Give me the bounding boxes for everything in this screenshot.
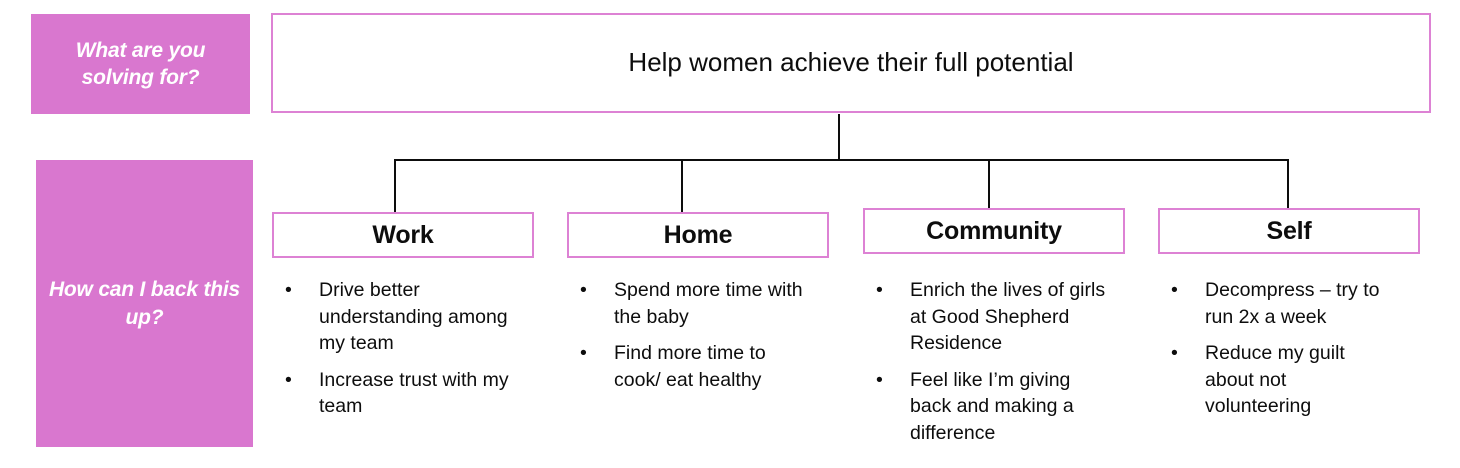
list-item: • Spend more time with the baby: [580, 277, 810, 330]
list-item-text: Feel like I’m giving back and making a d…: [910, 368, 1074, 444]
list-item-text: Decompress – try to run 2x a week: [1205, 279, 1380, 328]
bullet-icon: •: [876, 368, 883, 391]
bullet-icon: •: [1171, 342, 1178, 365]
bullet-list-community: • Enrich the lives of girls at Good Shep…: [876, 277, 1116, 456]
list-item: • Decompress – try to run 2x a week: [1171, 277, 1391, 330]
root-goal-box: Help women achieve their full potential: [271, 13, 1431, 113]
sidebar-label-back-this-up: How can I back this up?: [36, 160, 253, 447]
list-item-text: Drive better understanding among my team: [319, 279, 508, 355]
list-item-text: Reduce my guilt about not volunteering: [1205, 342, 1345, 418]
branch-title-home: Home: [663, 220, 733, 249]
bullet-icon: •: [1171, 279, 1178, 301]
list-item: • Increase trust with my team: [285, 367, 525, 420]
root-goal-label: Help women achieve their full potential: [628, 47, 1074, 78]
connector-drop-home: [681, 159, 683, 212]
bullet-icon: •: [580, 279, 587, 301]
bullet-list-self: • Decompress – try to run 2x a week • Re…: [1171, 277, 1391, 430]
bullet-list-home: • Spend more time with the baby • Find m…: [580, 277, 810, 403]
bullet-icon: •: [285, 368, 292, 391]
bullet-icon: •: [285, 279, 292, 301]
list-item-text: Enrich the lives of girls at Good Shephe…: [910, 279, 1106, 355]
sidebar-label-solving-for-text: What are you solving for?: [75, 38, 206, 89]
bullet-icon: •: [876, 279, 883, 301]
branch-box-work[interactable]: Work: [272, 212, 534, 258]
list-item-text: Increase trust with my team: [319, 368, 509, 418]
list-item: • Feel like I’m giving back and making a…: [876, 367, 1116, 447]
list-item-text: Spend more time with the baby: [614, 279, 803, 328]
branch-box-community[interactable]: Community: [863, 208, 1125, 254]
list-item: • Drive better understanding among my te…: [285, 277, 525, 357]
connector-drop-community: [988, 159, 990, 208]
branch-title-work: Work: [372, 220, 434, 249]
list-item: • Enrich the lives of girls at Good Shep…: [876, 277, 1116, 357]
branch-title-community: Community: [926, 216, 1062, 245]
connector-drop-self: [1287, 159, 1289, 208]
connector-horizontal-rail: [394, 159, 1289, 161]
branch-box-self[interactable]: Self: [1158, 208, 1420, 254]
list-item-text: Find more time to cook/ eat healthy: [614, 342, 766, 391]
bullet-icon: •: [580, 342, 587, 365]
branch-title-self: Self: [1266, 216, 1312, 245]
connector-stem-vertical: [838, 114, 840, 160]
bullet-list-work: • Drive better understanding among my te…: [285, 277, 525, 430]
sidebar-label-solving-for: What are you solving for?: [31, 14, 250, 114]
sidebar-label-back-this-up-text: How can I back this up?: [48, 278, 241, 329]
list-item: • Reduce my guilt about not volunteering: [1171, 340, 1391, 420]
connector-drop-work: [394, 159, 396, 212]
branch-box-home[interactable]: Home: [567, 212, 829, 258]
list-item: • Find more time to cook/ eat healthy: [580, 340, 810, 393]
